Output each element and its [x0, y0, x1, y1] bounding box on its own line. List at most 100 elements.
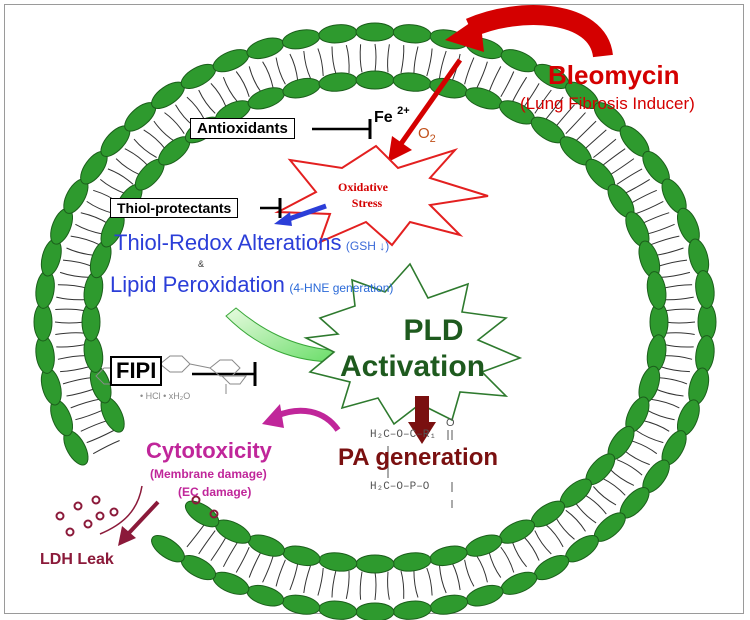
iron-charge: 2+	[397, 105, 410, 117]
lipid-tail	[66, 388, 96, 397]
lipid-tail	[303, 565, 311, 594]
lipid-tail	[115, 158, 141, 176]
lipid-tail	[650, 235, 680, 246]
membrane-outer-head	[355, 22, 395, 42]
membrane-outer-head	[151, 535, 185, 563]
lipid-tail	[413, 569, 419, 598]
lipid-tail	[601, 477, 626, 496]
membrane-inner-head	[392, 552, 432, 572]
lipid-tail	[56, 343, 87, 348]
lipid-tail	[545, 96, 564, 121]
pa-structure-carbonyl: O	[446, 417, 455, 429]
membrane-inner-head	[247, 534, 285, 557]
lipid-peroxidation-note: (4-HNE generation)	[289, 281, 394, 295]
lipid-tail	[374, 571, 377, 601]
lipid-tail	[534, 89, 552, 114]
lipid-tail	[488, 551, 502, 578]
lipid-tail	[92, 440, 120, 455]
lipid-tail	[565, 112, 586, 135]
lipid-tail	[75, 409, 104, 421]
membrane-inner-head	[184, 500, 220, 528]
lipid-tail	[623, 178, 650, 195]
lipid-tail	[387, 44, 390, 73]
pld-line2: Activation	[340, 350, 486, 383]
lipid-tail	[636, 430, 664, 444]
lipid-tail	[262, 61, 274, 89]
iron-label: Fe 2+	[374, 106, 410, 126]
oxidative-stress-line1: Oxidative	[338, 180, 388, 194]
membrane-outer-head	[500, 49, 538, 73]
lipid-tail	[593, 486, 617, 506]
membrane-inner-head	[318, 72, 358, 92]
lipid-tail	[616, 459, 643, 476]
lipid-tail	[413, 46, 419, 75]
lipid-tail	[289, 562, 299, 591]
oxidative-stress-line2: Stress	[351, 195, 383, 210]
lipid-tail	[609, 468, 635, 486]
cytotoxicity-to-ldh-arrow	[99, 485, 160, 546]
lipid-tail	[616, 168, 643, 185]
lipid-tail	[439, 50, 447, 79]
pa-to-cytotoxicity-arrow	[262, 404, 341, 432]
lipid-tail	[86, 430, 114, 444]
bleomycin-curved-arrow	[445, 5, 613, 59]
lipid-tail	[601, 148, 626, 167]
lipid-tail	[662, 355, 693, 360]
lipid-tail	[657, 259, 688, 267]
membrane-outer-head	[212, 49, 250, 73]
lipid-tail	[464, 559, 475, 587]
membrane-outer-head	[429, 594, 469, 615]
iron-symbol: Fe	[374, 109, 393, 126]
lipid-tail	[345, 44, 350, 74]
lipid-tail	[534, 530, 552, 555]
lipid-tail	[641, 212, 670, 225]
lipid-tail	[62, 259, 93, 267]
membrane-inner-head	[355, 70, 395, 90]
lipid-tail	[476, 61, 488, 89]
lipid-tail	[153, 120, 175, 142]
lipid-tail	[545, 523, 564, 548]
lipid-tail	[657, 377, 688, 385]
lipid-tail	[523, 83, 540, 108]
pa-structure-row2: H₂C–O–P–O	[370, 481, 430, 493]
lipid-tail	[426, 48, 433, 77]
lipid-tail	[248, 551, 262, 578]
cytotoxicity-line1: (Membrane damage)	[150, 467, 267, 481]
lipid-tail	[654, 388, 684, 397]
thiol-protectants-box: Thiol-protectants	[110, 198, 239, 218]
bleomycin-subtitle: (Lung Fibrosis Inducer)	[520, 94, 695, 113]
lipid-tail	[500, 71, 515, 98]
lipid-tail	[186, 524, 205, 548]
lipid-tail	[210, 536, 227, 561]
lipid-tail	[198, 530, 216, 555]
lipid-tail	[57, 355, 88, 360]
thiol-redox-label: Thiol-Redox Alterations (GSH ↓)	[114, 232, 389, 254]
lipid-tail	[210, 83, 227, 108]
lipid-tail	[565, 509, 586, 532]
lipid-tail	[660, 271, 691, 278]
membrane-outer-head	[246, 584, 285, 607]
lipid-tail	[476, 555, 488, 583]
lipid-tail	[133, 138, 157, 158]
ldh-leak-label: LDH Leak	[40, 551, 114, 568]
ldh-leak-particles	[55, 495, 219, 537]
lipid-tail	[99, 179, 127, 195]
oxidative-stress-starburst	[274, 144, 489, 247]
lipid-tail	[646, 223, 675, 235]
lipid-tail	[345, 570, 350, 600]
lipid-tail	[70, 235, 100, 246]
cytotoxicity-title: Cytotoxicity	[146, 438, 272, 463]
lipid-tail	[262, 555, 274, 583]
pa-generation-label: PA generation	[338, 444, 499, 471]
lipid-tail	[359, 44, 363, 73]
lipid-tail	[80, 419, 109, 432]
oxygen-subscript: 2	[429, 133, 436, 145]
lipid-tail	[143, 129, 166, 150]
cell-membrane-bilayer	[33, 22, 717, 620]
lipid-tail	[555, 517, 575, 540]
pld-activation-starburst	[303, 262, 523, 426]
lipid-tail	[56, 296, 87, 301]
lipid-tail	[593, 138, 617, 158]
lipid-tail	[70, 398, 100, 409]
